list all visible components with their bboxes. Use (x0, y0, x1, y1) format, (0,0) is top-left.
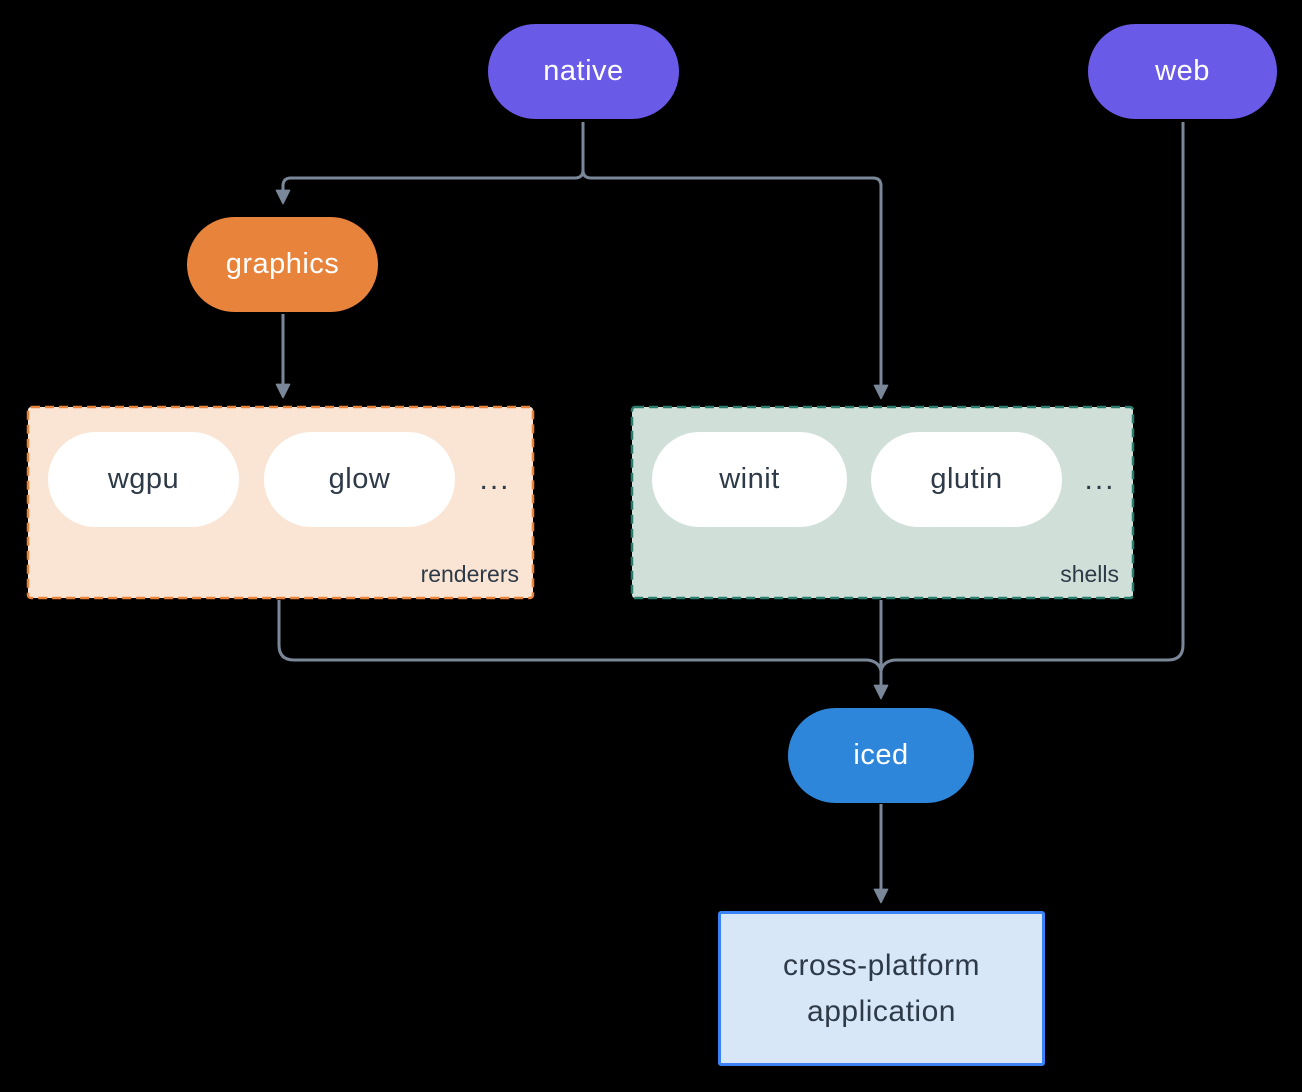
group-shells: winit glutin ... shells (631, 406, 1133, 598)
app-label-line1: cross-platform (782, 948, 981, 982)
node-cross-platform-application: cross-platform application (718, 911, 1045, 1066)
node-web: web (1088, 24, 1277, 119)
shells-group-label: shells (1060, 561, 1119, 587)
node-native: native (488, 24, 679, 119)
edge-renderers-iced (277, 600, 883, 672)
node-glow: glow (264, 432, 455, 527)
group-renderers: wgpu glow ... renderers (27, 406, 533, 598)
node-graphics: graphics (187, 217, 378, 312)
renderers-group-label: renderers (420, 561, 519, 587)
node-glow-label: glow (328, 463, 391, 495)
shells-ellipsis: ... (1084, 462, 1116, 496)
node-iced: iced (788, 708, 974, 803)
edge-native-graphics (275, 169, 585, 205)
node-graphics-label: graphics (225, 248, 340, 280)
edge-native-shells (581, 169, 889, 400)
node-iced-label: iced (853, 739, 909, 771)
renderers-ellipsis: ... (479, 462, 511, 496)
node-glutin: glutin (871, 432, 1062, 527)
node-winit-label: winit (719, 463, 780, 495)
node-wgpu-label: wgpu (107, 463, 180, 495)
node-web-label: web (1155, 55, 1210, 87)
node-glutin-label: glutin (930, 463, 1003, 495)
app-label-line2: application (807, 994, 956, 1028)
edge-web-iced (879, 122, 1185, 672)
node-winit: winit (652, 432, 847, 527)
node-wgpu: wgpu (48, 432, 239, 527)
node-native-label: native (543, 55, 624, 87)
